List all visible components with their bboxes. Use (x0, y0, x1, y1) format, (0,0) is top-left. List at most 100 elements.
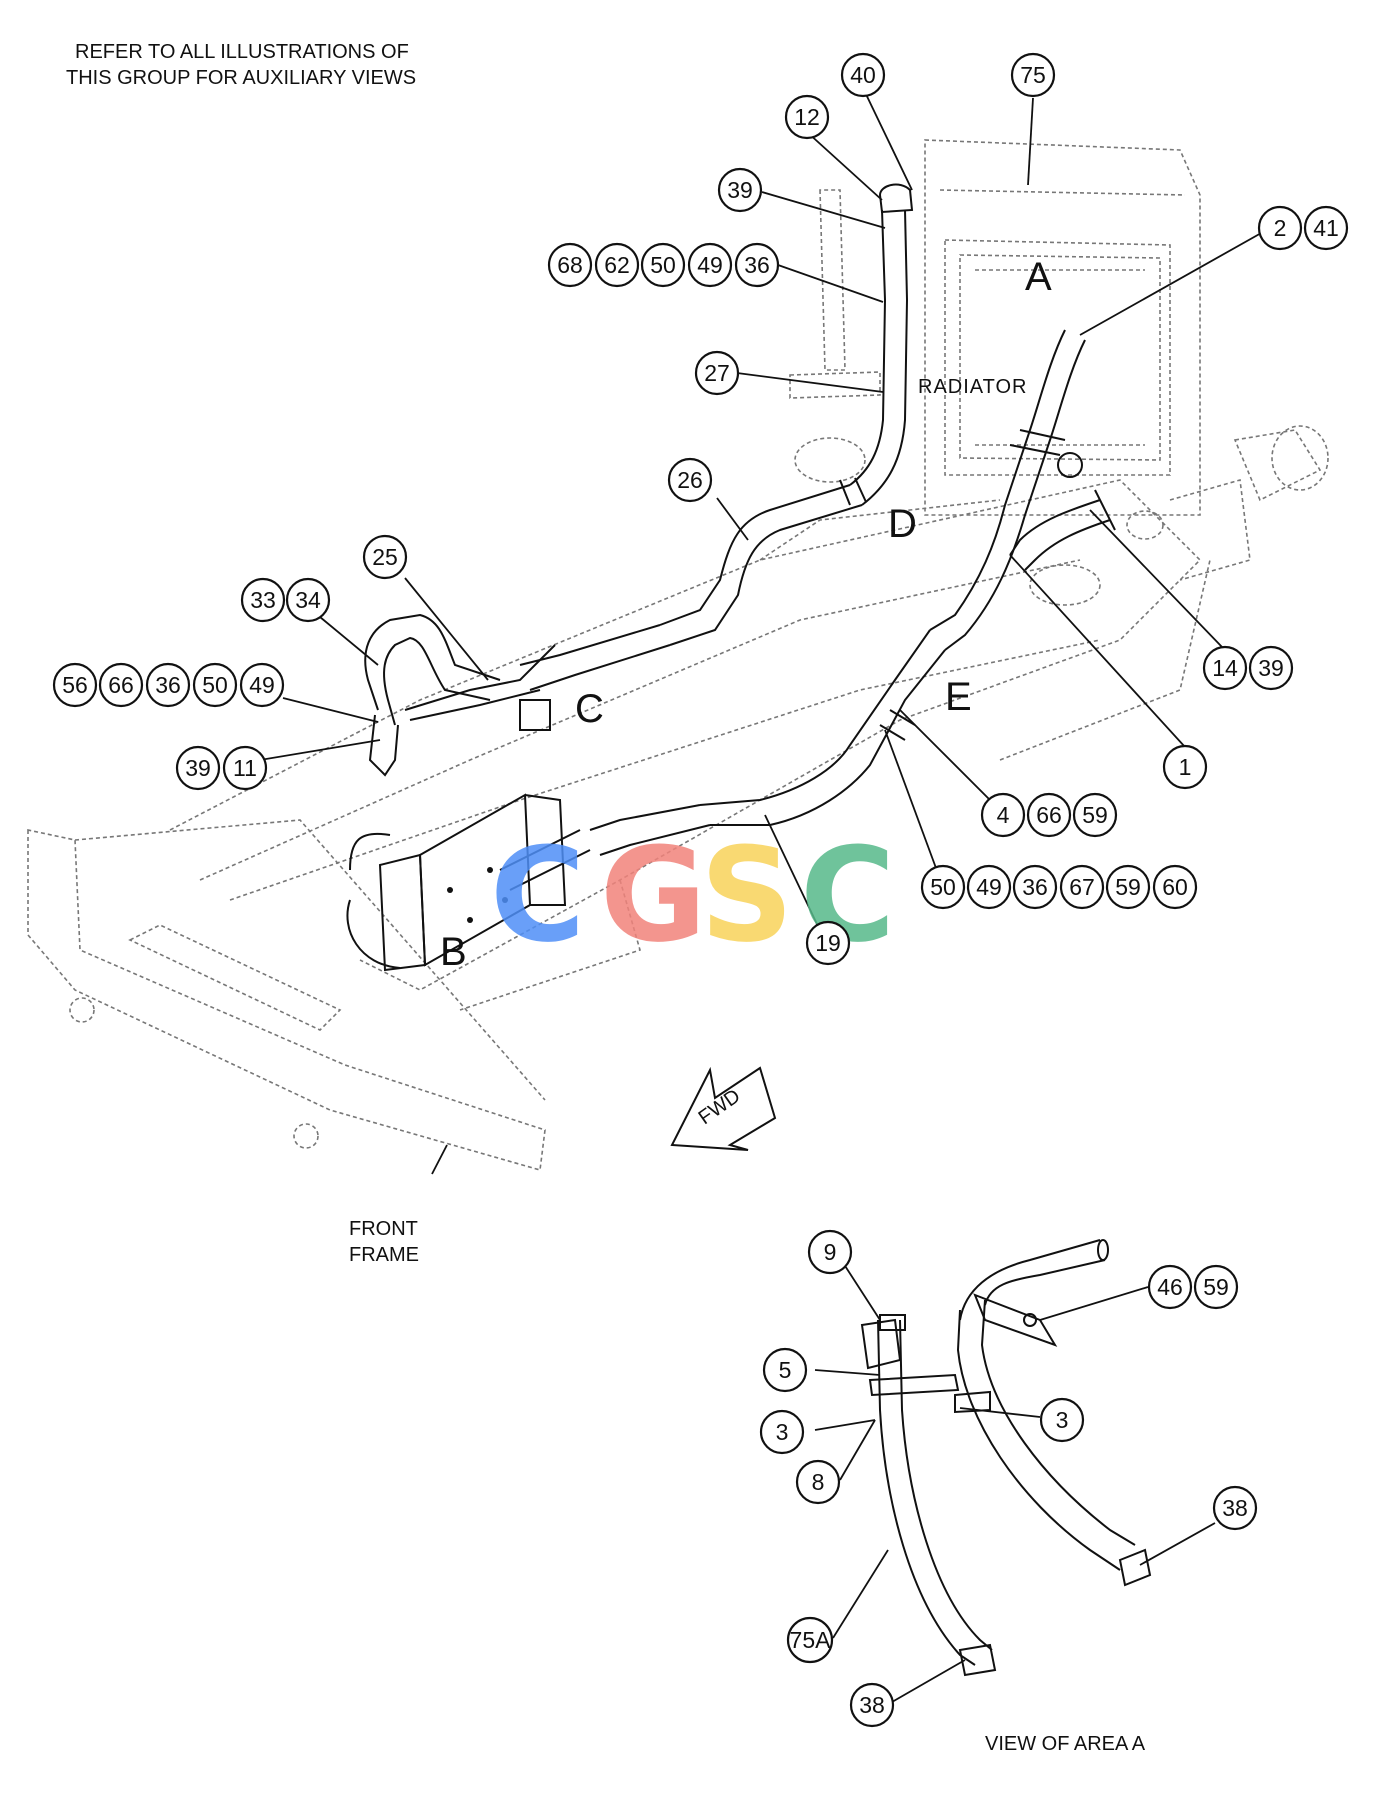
callout-1-text: 1 (1179, 754, 1192, 780)
callout-2: 2 (1257, 205, 1303, 251)
area-letter-a: A (1025, 255, 1052, 299)
callout-49-right: 49 (966, 864, 1012, 910)
callout-36-top: 36 (734, 242, 780, 288)
callout-50-top: 50 (640, 242, 686, 288)
callout-26: 26 (667, 457, 713, 503)
radiator-drawing (789, 139, 1329, 606)
callout-3-left: 3 (759, 1409, 805, 1455)
callout-41-text: 41 (1313, 215, 1339, 241)
callout-3-right-text: 3 (1056, 1407, 1069, 1433)
callout-39-top: 39 (717, 167, 763, 213)
callout-59-view: 59 (1193, 1264, 1239, 1310)
watermark-letter-2: G (600, 819, 707, 971)
hose-27 (849, 183, 914, 506)
area-letter-c: C (575, 687, 604, 731)
callout-27-text: 27 (704, 360, 730, 386)
callout-62: 62 (594, 242, 640, 288)
wiring-c (404, 644, 556, 731)
callout-50-right-text: 50 (930, 874, 956, 900)
callout-66-left-text: 66 (108, 672, 134, 698)
callout-59-right: 59 (1105, 864, 1151, 910)
area-letter-d: D (888, 502, 917, 546)
callout-40-text: 40 (850, 62, 876, 88)
callout-5: 5 (762, 1347, 808, 1393)
callout-49-top-text: 49 (697, 252, 723, 278)
callout-4: 4 (980, 792, 1026, 838)
callout-67-text: 67 (1069, 874, 1095, 900)
callout-67: 67 (1059, 864, 1105, 910)
area-a-view-drawing (860, 1239, 1152, 1677)
callout-19-text: 19 (815, 930, 841, 956)
callout-36-right: 36 (1012, 864, 1058, 910)
callout-2-text: 2 (1274, 215, 1287, 241)
callout-8-text: 8 (812, 1469, 825, 1495)
callout-39-right: 39 (1248, 645, 1294, 691)
area-letter-b: B (440, 930, 467, 974)
callout-39-top-text: 39 (727, 177, 753, 203)
watermark-letter-3: S (700, 819, 794, 971)
callout-50-left: 50 (192, 662, 238, 708)
callout-38-bottom-text: 38 (859, 1692, 885, 1718)
callout-14-text: 14 (1212, 655, 1238, 681)
callout-68-text: 68 (557, 252, 583, 278)
callout-14: 14 (1202, 645, 1248, 691)
hose-14 (1009, 489, 1116, 571)
hose-1 (929, 329, 1086, 651)
callout-56: 56 (52, 662, 98, 708)
front-frame-label-2: FRAME (349, 1244, 419, 1266)
callout-25: 25 (362, 534, 408, 580)
callout-50-left-text: 50 (202, 672, 228, 698)
callout-56-text: 56 (62, 672, 88, 698)
hose-19 (499, 629, 946, 891)
hose-26 (519, 477, 867, 691)
callout-11-text: 11 (233, 755, 257, 781)
fwd-arrow: FWD (670, 1066, 777, 1151)
callout-26-text: 26 (677, 467, 703, 493)
callout-60: 60 (1152, 864, 1198, 910)
callout-4-text: 4 (997, 802, 1010, 828)
callout-11: 11 (222, 745, 268, 791)
callout-34-text: 34 (295, 587, 321, 613)
callout-36-right-text: 36 (1022, 874, 1048, 900)
front-frame-drawing (27, 479, 1211, 1172)
callout-38-bottom: 38 (849, 1682, 895, 1728)
heater-block-drawing (346, 793, 567, 972)
callout-36-left: 36 (145, 662, 191, 708)
callout-75a-text: 75A (790, 1627, 832, 1653)
callout-66-mid-text: 66 (1036, 802, 1062, 828)
callout-59-view-text: 59 (1203, 1274, 1229, 1300)
watermark-letter-1: C (490, 819, 585, 971)
callout-33-text: 33 (250, 587, 276, 613)
callouts: 40 75 12 39 68 62 50 49 36 2 41 27 26 25… (52, 52, 1349, 1728)
callout-12-text: 12 (794, 104, 820, 130)
callout-41: 41 (1303, 205, 1349, 251)
callout-75: 75 (1010, 52, 1056, 98)
area-letter-e: E (945, 675, 972, 719)
callout-25-text: 25 (372, 544, 398, 570)
callout-50-right: 50 (920, 864, 966, 910)
callout-1: 1 (1162, 744, 1208, 790)
callout-34: 34 (285, 577, 331, 623)
callout-68: 68 (547, 242, 593, 288)
callout-60-text: 60 (1162, 874, 1188, 900)
note-line-2: THIS GROUP FOR AUXILIARY VIEWS (66, 67, 416, 89)
callout-66-left: 66 (98, 662, 144, 708)
callout-59-right-text: 59 (1115, 874, 1141, 900)
callout-27: 27 (694, 350, 740, 396)
watermark: C G S C (490, 819, 895, 971)
callout-40: 40 (840, 52, 886, 98)
callout-33: 33 (240, 577, 286, 623)
callout-49-top: 49 (687, 242, 733, 288)
callout-38-right: 38 (1212, 1485, 1258, 1531)
callout-12: 12 (784, 94, 830, 140)
callout-49-left: 49 (239, 662, 285, 708)
leader-lines (241, 87, 1264, 1703)
callout-5-text: 5 (779, 1357, 792, 1383)
callout-8: 8 (795, 1459, 841, 1505)
callout-19: 19 (805, 920, 851, 966)
view-caption: VIEW OF AREA A (985, 1733, 1146, 1755)
callout-38-right-text: 38 (1222, 1495, 1248, 1521)
front-frame-label-1: FRONT (349, 1218, 418, 1240)
